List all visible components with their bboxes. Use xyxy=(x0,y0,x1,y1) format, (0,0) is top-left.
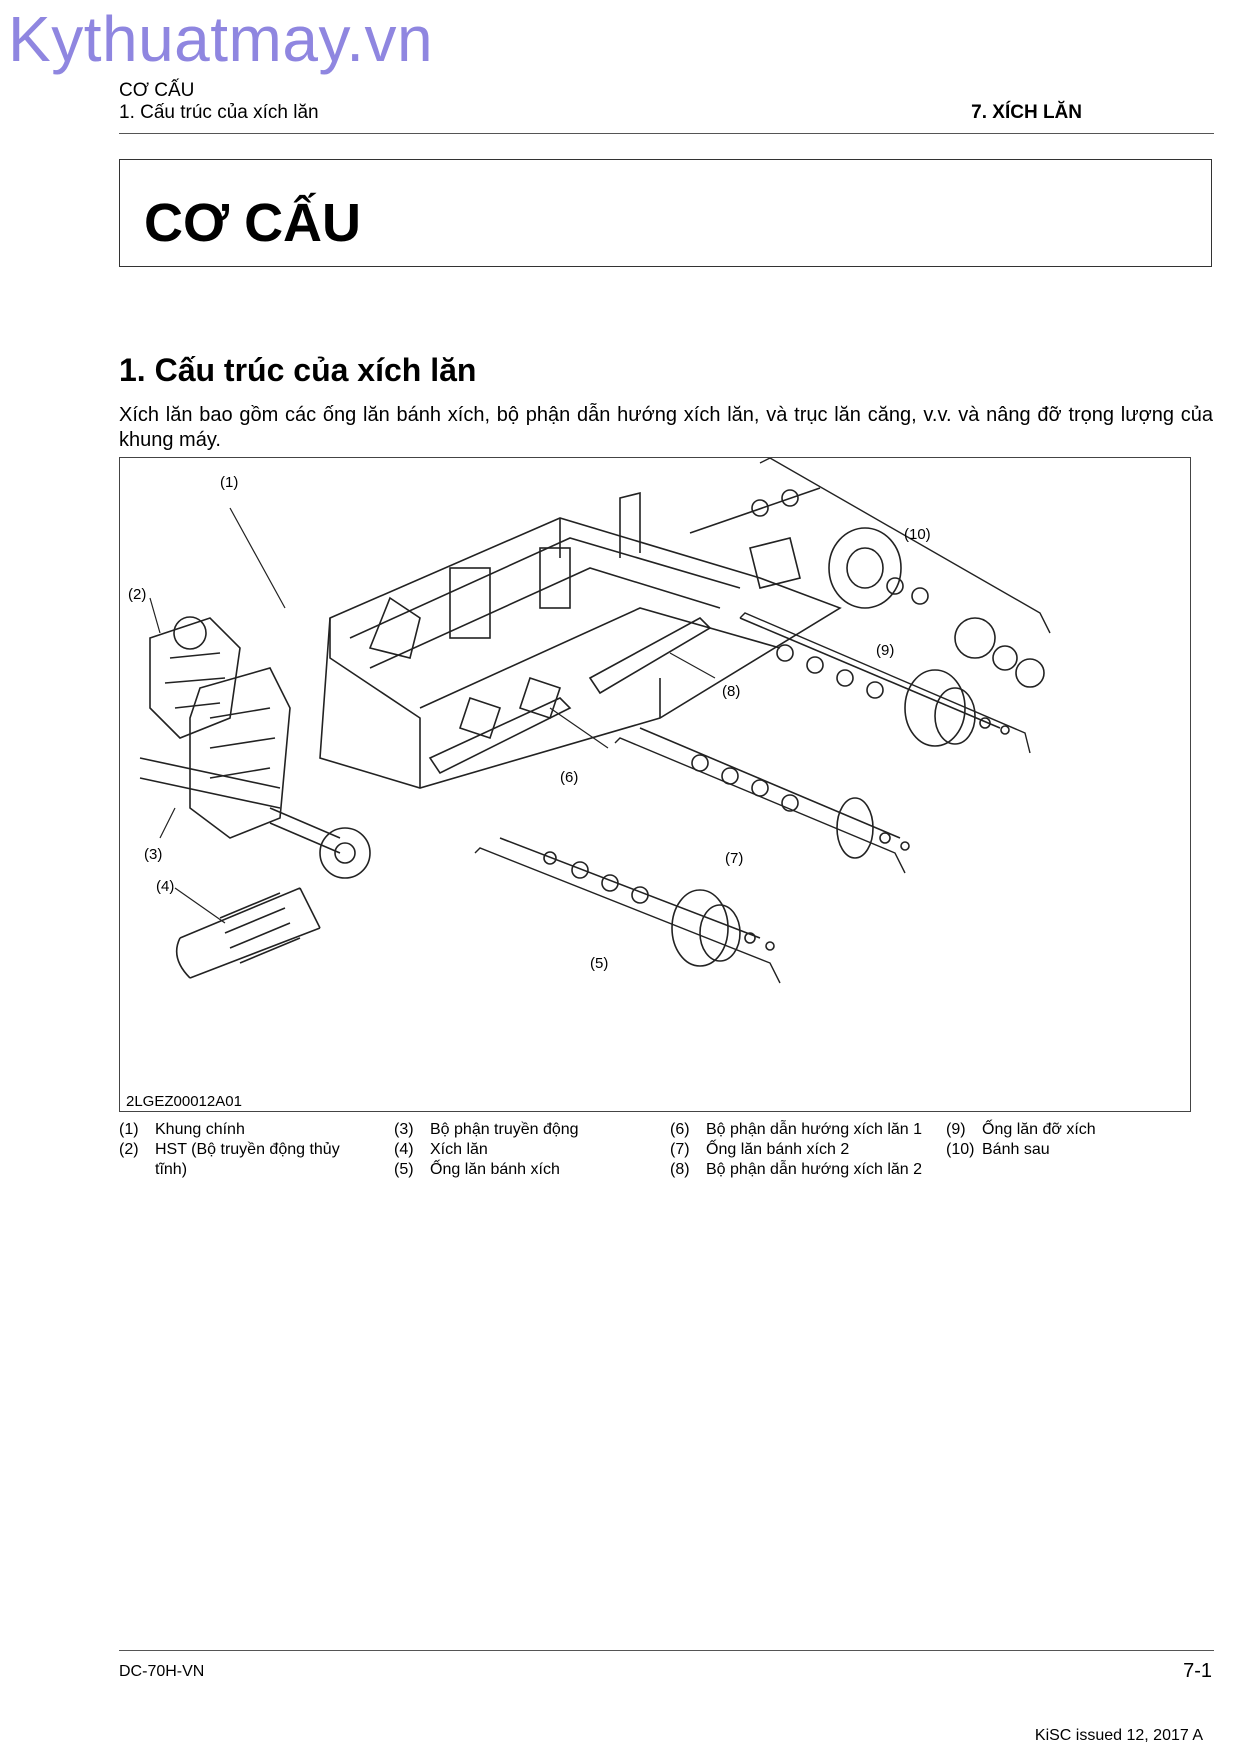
legend-item: (6) Bộ phận dẫn hướng xích lăn 1 xyxy=(670,1120,936,1140)
track-guide-2 xyxy=(588,617,712,695)
legend-item: (3) Bộ phận truyền động xyxy=(394,1120,650,1140)
exploded-diagram: (1) (2) (3) (4) (5) (6) (7) (8) (9) (10)… xyxy=(119,457,1191,1112)
legend-text: Xích lăn xyxy=(430,1141,488,1158)
legend-text: Bộ phận dẫn hướng xích lăn 2 xyxy=(706,1161,923,1178)
callout-2: (2) xyxy=(128,586,147,603)
legend-column-4: (9) Ống lăn đỡ xích (10) Bánh sau xyxy=(946,1120,1142,1160)
footer-doc-code: DC-70H-VN xyxy=(119,1663,205,1680)
header-rule xyxy=(119,133,1214,134)
callout-4: (4) xyxy=(156,878,175,895)
legend-item: (9) Ống lăn đỡ xích xyxy=(946,1120,1142,1140)
legend-num: (8) xyxy=(670,1161,690,1178)
legend-num: (10) xyxy=(946,1141,975,1158)
crawler-track xyxy=(175,887,321,979)
legend-text: Ống lăn bánh xích xyxy=(430,1161,560,1178)
legend-num: (3) xyxy=(394,1121,414,1138)
callout-10: (10) xyxy=(904,526,931,543)
legend-item: (4) Xích lăn xyxy=(394,1140,650,1160)
legend-num: (6) xyxy=(670,1121,690,1138)
legend-text: Bộ phận dẫn hướng xích lăn 1 xyxy=(706,1121,923,1138)
hst-unit xyxy=(149,617,241,739)
callout-5: (5) xyxy=(590,955,609,972)
chapter-title-box: CƠ CẤU xyxy=(119,159,1212,267)
legend-text: Ống lăn đỡ xích xyxy=(982,1121,1096,1138)
legend-text: Ống lăn bánh xích 2 xyxy=(706,1141,850,1158)
header-chapter-title: 7. XÍCH LĂN xyxy=(971,102,1082,123)
legend-item: (5) Ống lăn bánh xích xyxy=(394,1160,650,1180)
legend-column-1: (1) Khung chính (2) HST (Bộ truyền động th… xyxy=(119,1120,375,1180)
header-section: 1. Cấu trúc của xích lăn xyxy=(119,102,319,123)
section-title: 1. Cấu trúc của xích lăn xyxy=(119,352,477,388)
legend-column-2: (3) Bộ phận truyền động (4) Xích lăn (5) Ốn… xyxy=(394,1120,650,1180)
callout-3: (3) xyxy=(144,846,163,863)
callout-6: (6) xyxy=(560,769,579,786)
callout-8: (8) xyxy=(722,683,741,700)
legend-num: (9) xyxy=(946,1121,966,1138)
callout-7: (7) xyxy=(725,850,744,867)
legend-text: HST (Bộ truyền động thủy tĩnh) xyxy=(155,1141,340,1178)
legend-item: (1) Khung chính xyxy=(119,1120,375,1140)
footer-page-number: 7-1 xyxy=(1183,1660,1212,1682)
legend-text: Bánh sau xyxy=(982,1141,1050,1158)
legend-item: (2) HST (Bộ truyền động thủy tĩnh) xyxy=(119,1140,375,1180)
legend-item: (8) Bộ phận dẫn hướng xích lăn 2 xyxy=(670,1160,936,1180)
legend-num: (4) xyxy=(394,1141,414,1158)
watermark-logo: Kythuatmay.vn xyxy=(8,3,434,75)
chapter-title: CƠ CẤU xyxy=(144,193,362,253)
header-chapter: CƠ CẤU xyxy=(119,80,195,101)
track-guide-1 xyxy=(428,697,572,775)
main-frame xyxy=(319,517,842,789)
legend-column-3: (6) Bộ phận dẫn hướng xích lăn 1 (7) Ống l… xyxy=(670,1120,936,1180)
callout-1: (1) xyxy=(220,474,239,491)
intro-paragraph: Xích lăn bao gồm các ống lăn bánh xích, … xyxy=(119,404,1213,451)
legend-item: (10) Bánh sau xyxy=(946,1140,1142,1160)
footer-rule xyxy=(119,1650,1214,1651)
callout-9: (9) xyxy=(876,642,895,659)
running-header: CƠ CẤU 1. Cấu trúc của xích lăn xyxy=(119,80,319,124)
transmission xyxy=(189,667,291,839)
legend-text: Khung chính xyxy=(155,1121,245,1138)
legend-num: (5) xyxy=(394,1161,414,1178)
legend-text: Bộ phận truyền động xyxy=(430,1121,579,1138)
legend-num: (2) xyxy=(119,1141,139,1158)
legend-num: (1) xyxy=(119,1121,139,1138)
footer-issue: KiSC issued 12, 2017 A xyxy=(1034,1727,1203,1744)
figure-id: 2LGEZ00012A01 xyxy=(126,1093,242,1110)
legend-num: (7) xyxy=(670,1141,690,1158)
diagram-drawing xyxy=(139,458,1051,984)
legend-item: (7) Ống lăn bánh xích 2 xyxy=(670,1140,936,1160)
